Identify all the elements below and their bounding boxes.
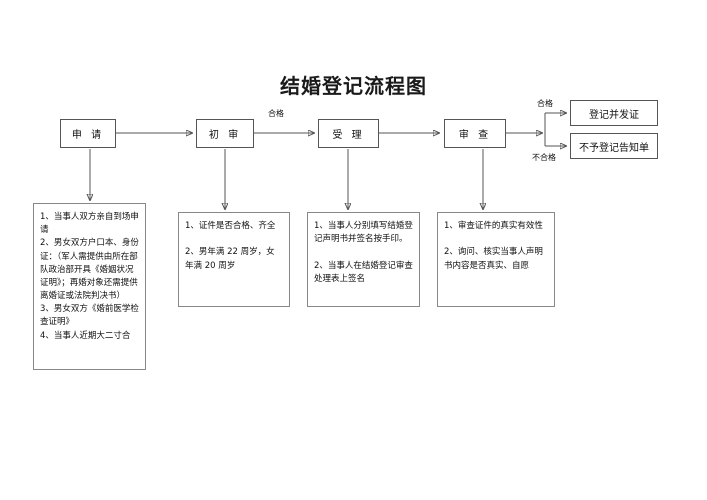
- edge-label-qualified-branch: 合格: [537, 99, 553, 108]
- edge-label-qualified-initial: 合格: [268, 109, 284, 118]
- edge-label-unqualified-branch: 不合格: [532, 153, 556, 162]
- node-apply[interactable]: 申 请: [60, 119, 116, 148]
- node-refusal-notice-label: 不予登记告知单: [579, 142, 649, 154]
- node-initial-review-label: 初 审: [208, 130, 242, 141]
- node-register-and-issue-label: 登记并发证: [589, 109, 639, 121]
- node-apply-label: 申 请: [71, 130, 105, 141]
- node-acceptance[interactable]: 受 理: [318, 119, 379, 148]
- node-examination-label: 审 查: [458, 130, 492, 141]
- node-examination[interactable]: 审 查: [444, 119, 506, 148]
- node-register-and-issue[interactable]: 登记并发证: [570, 100, 658, 126]
- detail-box-acceptance: 1、当事人分别填写结婚登记声明书并签名按手印。 2、当事人在结婚登记审查处理表上…: [307, 212, 420, 307]
- node-refusal-notice[interactable]: 不予登记告知单: [570, 133, 658, 159]
- node-initial-review[interactable]: 初 审: [196, 119, 254, 148]
- detail-box-initial-review: 1、证件是否合格、齐全 2、男年满 22 周岁，女年满 20 周岁: [178, 212, 290, 307]
- node-acceptance-label: 受 理: [332, 130, 365, 141]
- detail-box-examination: 1、审查证件的真实有效性 2、询问、核实当事人声明书内容是否真实、自愿: [437, 212, 555, 307]
- page-title: 结婚登记流程图: [280, 74, 427, 98]
- detail-box-apply: 1、当事人双方亲自到场申请 2、男女双方户口本、身份证：（军人需提供由所在部队政…: [33, 203, 146, 370]
